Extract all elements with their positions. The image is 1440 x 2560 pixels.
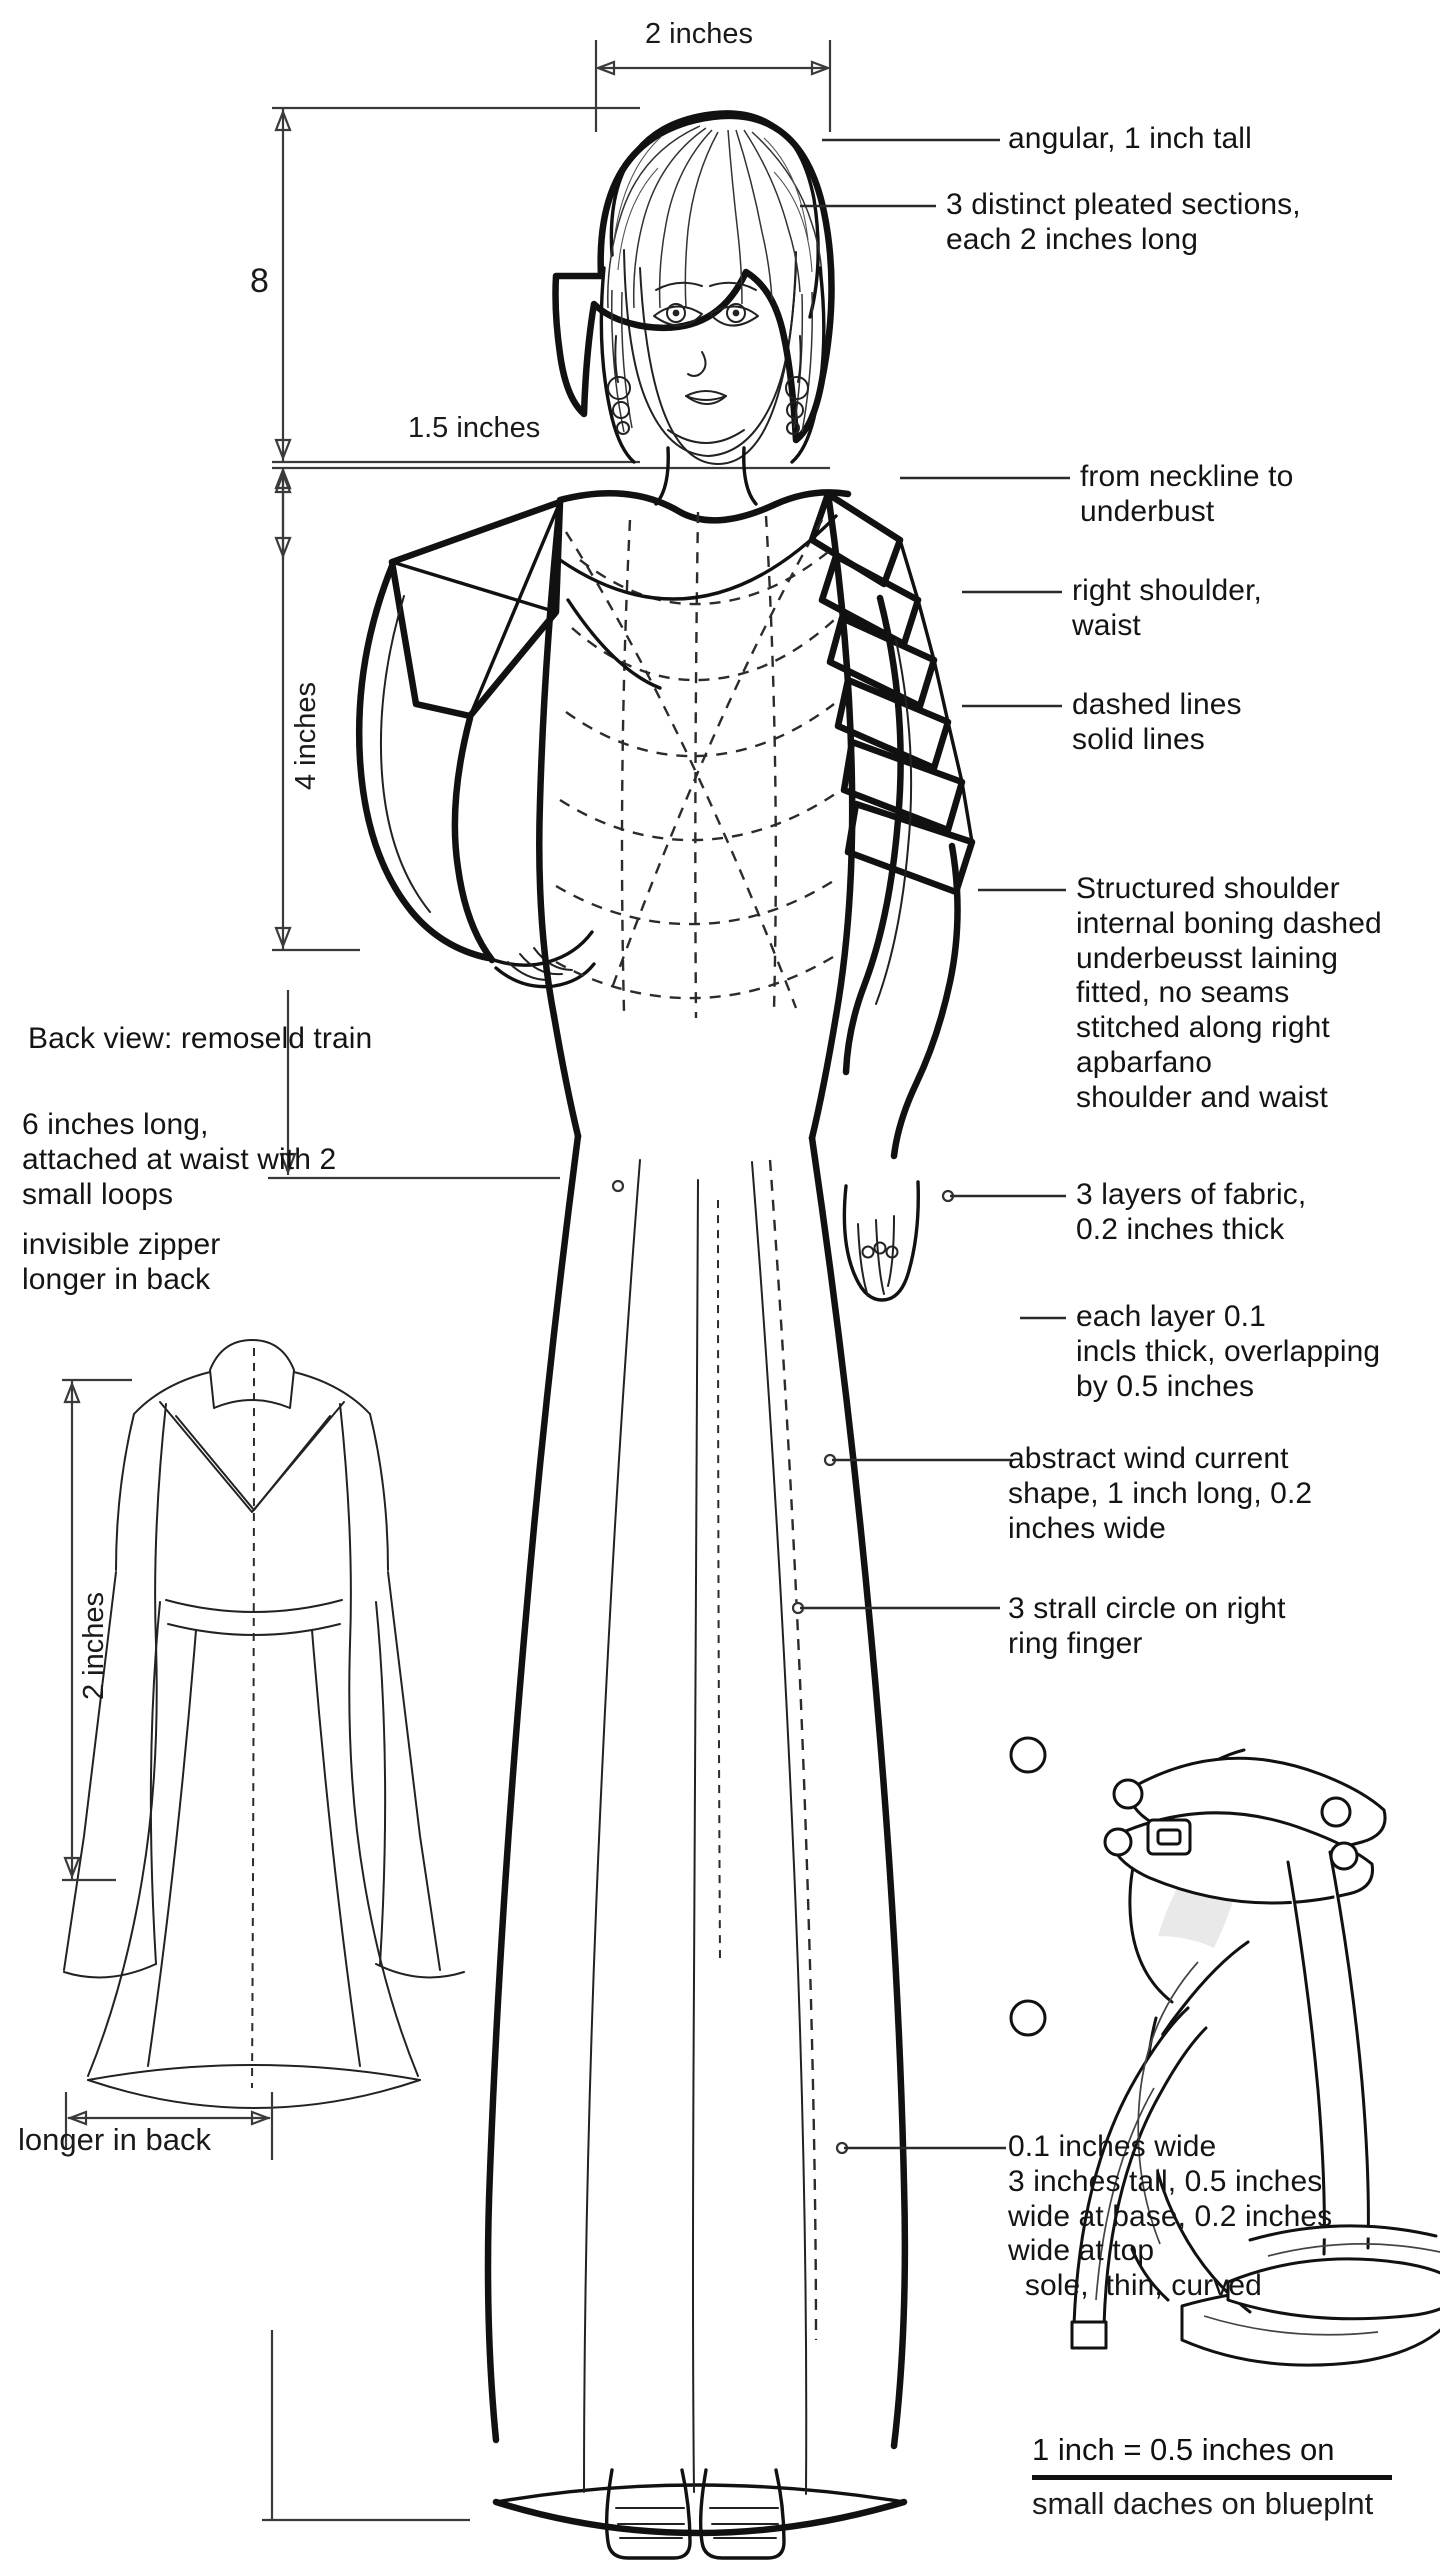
dimension-bodice-height (272, 470, 360, 952)
annotation-pleats: 3 distinct pleated sections, each 2 inch… (946, 188, 1301, 256)
shoe-callout-circle-top (1009, 1736, 1047, 1774)
annotation-construction: Structured shoulder internal boning dash… (1076, 872, 1382, 1114)
dimension-hem-tick (262, 2330, 470, 2522)
annotation-back-view-title: Back view: remoseld train (28, 1022, 373, 1055)
annotation-ring-detail: 3 strall circle on right ring finger (1008, 1592, 1286, 1660)
annotation-wind-motif: abstract wind current shape, 1 inch long… (1008, 1442, 1313, 1545)
structured-shoulder-piece (388, 498, 564, 720)
dimension-label-head-height: 8 (250, 262, 269, 300)
shoe-detail-illustration (1009, 1736, 1440, 2367)
head (552, 110, 835, 465)
dimension-longer-in-back (64, 2092, 274, 2160)
scale-denominator: small daches on blueplnt (1032, 2486, 1374, 2521)
annotation-zipper-spec: invisible zipper longer in back (22, 1228, 221, 1296)
dimension-train-pointer (268, 990, 560, 1180)
figure-front-view (355, 110, 976, 2560)
annotation-hair-shape: angular, 1 inch tall (1008, 122, 1252, 155)
internal-boning-dashed (555, 511, 839, 1019)
scale-numerator: 1 inch = 0.5 inches on (1032, 2432, 1335, 2467)
scale-note: 1 inch = 0.5 inches on small daches on b… (1032, 2432, 1392, 2522)
worn-shoes (604, 2468, 786, 2560)
annotation-train-spec: 6 inches long, attached at waist with 2 … (22, 1108, 337, 1211)
dimension-label-longer-in-back: longer in back (18, 2122, 212, 2157)
dimension-bust-width (594, 40, 832, 132)
annotation-neckline-span: from neckline to underbust (1080, 460, 1294, 528)
annotation-line-legend: dashed lines solid lines (1072, 688, 1242, 756)
earring-right (785, 335, 809, 435)
ring-detail-circles (861, 1241, 899, 1259)
anchor-dot-left-skirt (611, 1179, 625, 1193)
dimension-label-bust-width: 2 inches (645, 18, 754, 50)
leader-lines (800, 138, 1070, 2150)
figure-back-view (62, 1339, 465, 2160)
annotation-layer-overlap: each layer 0.1 incls thick, overlapping … (1076, 1300, 1381, 1403)
annotation-asym-points: right shoulder, waist (1072, 574, 1262, 642)
scale-divider-rule (1032, 2475, 1392, 2480)
annotation-fabric-layers: 3 layers of fabric, 0.2 inches thick (1076, 1178, 1307, 1246)
shoe-callout-circle-bottom (1009, 1999, 1047, 2037)
dimension-label-bodice-height: 4 inches (290, 681, 322, 790)
annotation-heel-spec: 0.1 inches wide 3 inches tall, 0.5 inche… (1008, 2130, 1333, 2303)
dimension-label-backview-height: 2 inches (78, 1591, 110, 1700)
earring-left (607, 335, 631, 435)
dimension-head-height (272, 106, 640, 464)
dimension-label-shoulder-drop: 1.5 inches (408, 412, 541, 444)
dimension-backview-height (62, 1378, 132, 1882)
